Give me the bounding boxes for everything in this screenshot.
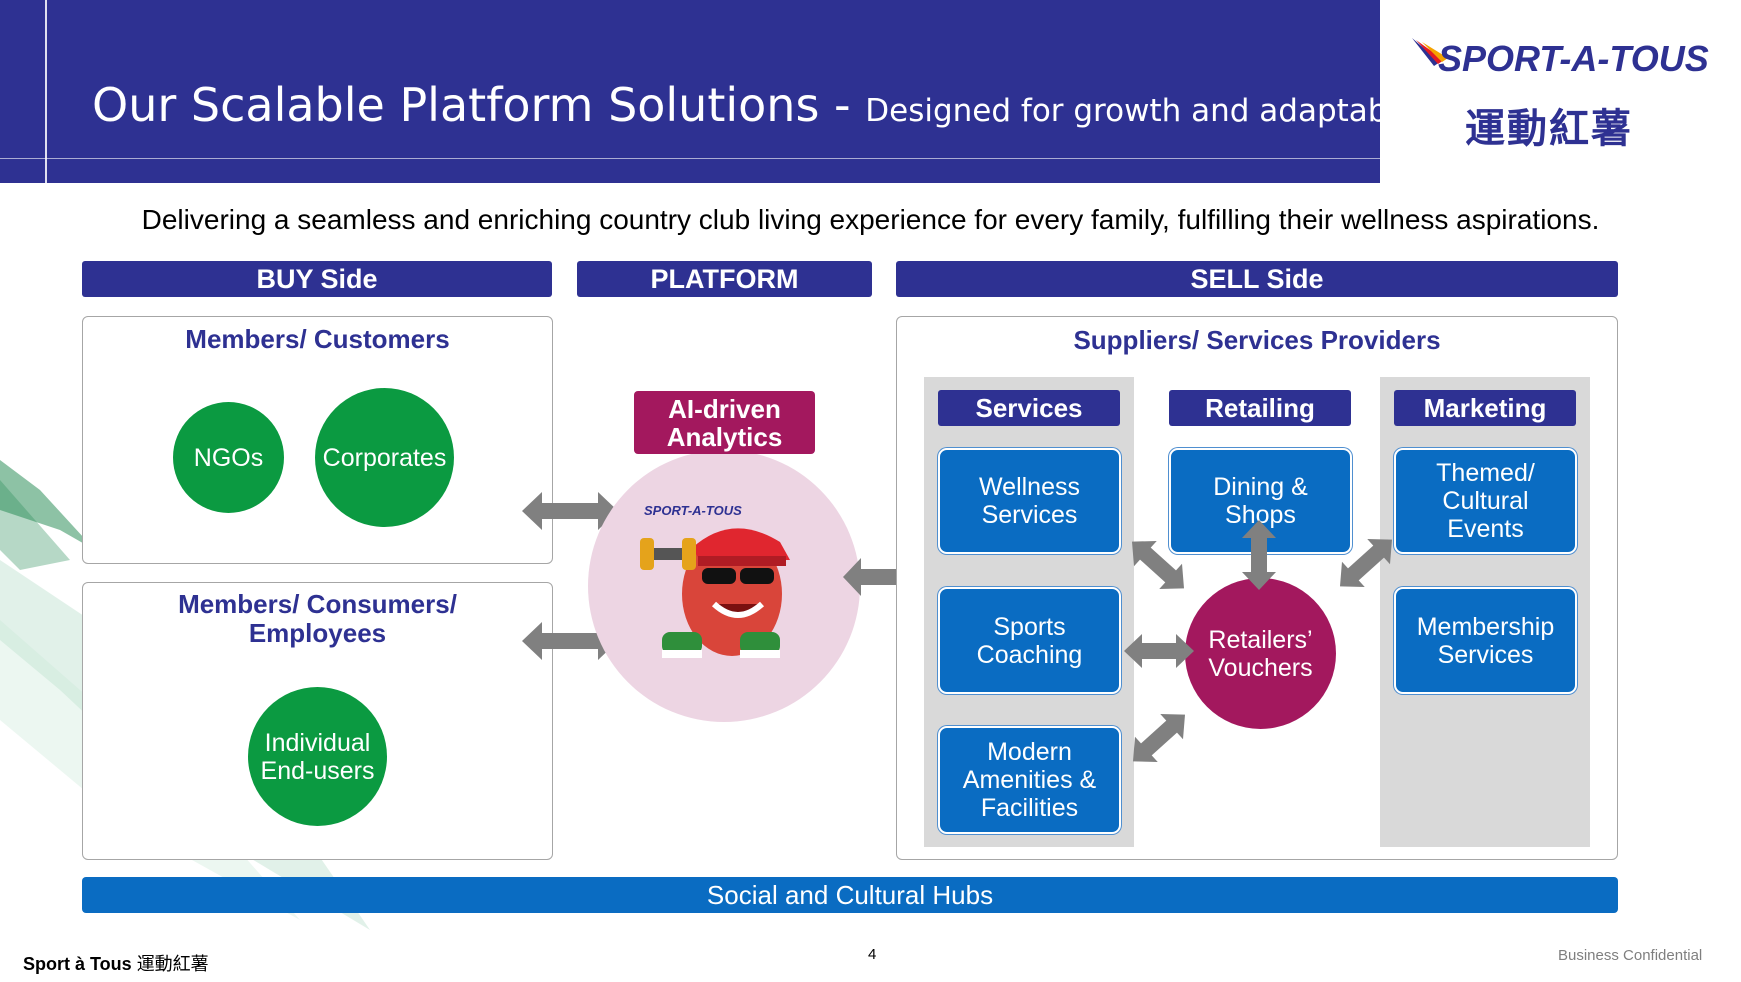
mascot-label: SPORT-A-TOUS (644, 503, 742, 518)
retailers-vouchers-circle: Retailers’ Vouchers (1185, 578, 1336, 729)
consumers-title-line2: Employees (248, 618, 387, 648)
individual-endusers-circle: Individual End-users (248, 687, 387, 826)
brand-logo-text: SPORT-A-TOUS (1438, 38, 1709, 79)
wellness-line1: Wellness (979, 473, 1080, 501)
page-number: 4 (868, 946, 877, 963)
double-arrow-icon (522, 492, 618, 530)
membership-line2: Services (1437, 640, 1534, 669)
social-cultural-hubs-bar: Social and Cultural Hubs (82, 877, 1618, 913)
page-title: Our Scalable Platform Solutions - Design… (92, 78, 1444, 132)
vouchers-line2: Vouchers (1208, 653, 1313, 682)
mascot-icon (640, 528, 790, 658)
double-arrow-icon (1121, 701, 1197, 775)
events-line3: Events (1447, 515, 1524, 543)
ai-line1: AI-driven (668, 393, 781, 424)
arrows-overlay (1120, 520, 1404, 775)
events-line1: Themed/ (1436, 459, 1535, 487)
marketing-column-header: Marketing (1394, 390, 1576, 426)
header-band (0, 0, 1380, 183)
double-arrow-icon (1328, 526, 1404, 600)
retailing-column-header: Retailing (1169, 390, 1351, 426)
buy-panel-consumers-title: Members/ Consumers/ Employees (82, 590, 553, 648)
double-arrow-icon (843, 558, 925, 596)
header-divider-horizontal (0, 158, 1380, 159)
double-arrow-icon (1124, 634, 1194, 668)
services-column-header: Services (938, 390, 1120, 426)
tagline: Delivering a seamless and enriching coun… (141, 204, 1600, 235)
double-arrow-icon (1120, 528, 1196, 602)
membership-line1: Membership (1416, 612, 1555, 641)
double-arrow-icon (522, 622, 618, 660)
double-arrow-icon (1242, 520, 1276, 590)
endusers-line2: End-users (260, 756, 375, 785)
footer-brand-name: Sport à Tous (23, 954, 132, 974)
ai-line2: Analytics (666, 421, 783, 452)
consumers-title-line1: Members/ Consumers/ (178, 589, 457, 619)
wellness-line2: Services (981, 501, 1078, 529)
sell-panel-title: Suppliers/ Services Providers (1073, 325, 1441, 355)
ai-analytics-box: AI-driven Analytics (634, 391, 815, 454)
title-main: Our Scalable Platform Solutions - (92, 78, 866, 132)
sports-line1: Sports (993, 612, 1066, 641)
sports-coaching-box: Sports Coaching (938, 587, 1121, 694)
endusers-line1: Individual (264, 728, 371, 757)
sports-line2: Coaching (976, 640, 1083, 669)
footer-confidential: Business Confidential (1558, 947, 1703, 964)
dining-line1: Dining & (1213, 473, 1308, 501)
footer-brand-cjk: 運動紅薯 (136, 954, 209, 974)
ngos-circle: NGOs (173, 402, 284, 513)
brand-swoosh-icon (1412, 38, 1448, 66)
wellness-services-box: Wellness Services (938, 448, 1121, 554)
themed-events-box: Themed/ Cultural Events (1394, 448, 1577, 554)
amenities-line1: Modern (987, 738, 1072, 766)
vouchers-line1: Retailers’ (1208, 625, 1313, 654)
brand-logo-cjk: 運動紅薯 (1465, 105, 1633, 152)
events-line2: Cultural (1442, 487, 1529, 515)
amenities-line3: Facilities (980, 794, 1079, 822)
amenities-line2: Amenities & (962, 766, 1097, 794)
section-bar-platform: PLATFORM (577, 261, 872, 297)
amenities-facilities-box: Modern Amenities & Facilities (938, 726, 1121, 834)
corporates-circle: Corporates (315, 388, 454, 527)
buy-panel-customers-title: Members/ Customers (185, 324, 450, 354)
title-subtitle: Designed for growth and adaptability (865, 93, 1444, 129)
section-bar-sell: SELL Side (896, 261, 1618, 297)
membership-services-box: Membership Services (1394, 587, 1577, 694)
footer-brand: Sport à Tous 運動紅薯 (23, 950, 209, 976)
section-bar-buy: BUY Side (82, 261, 552, 297)
header-divider-vertical (45, 0, 47, 183)
